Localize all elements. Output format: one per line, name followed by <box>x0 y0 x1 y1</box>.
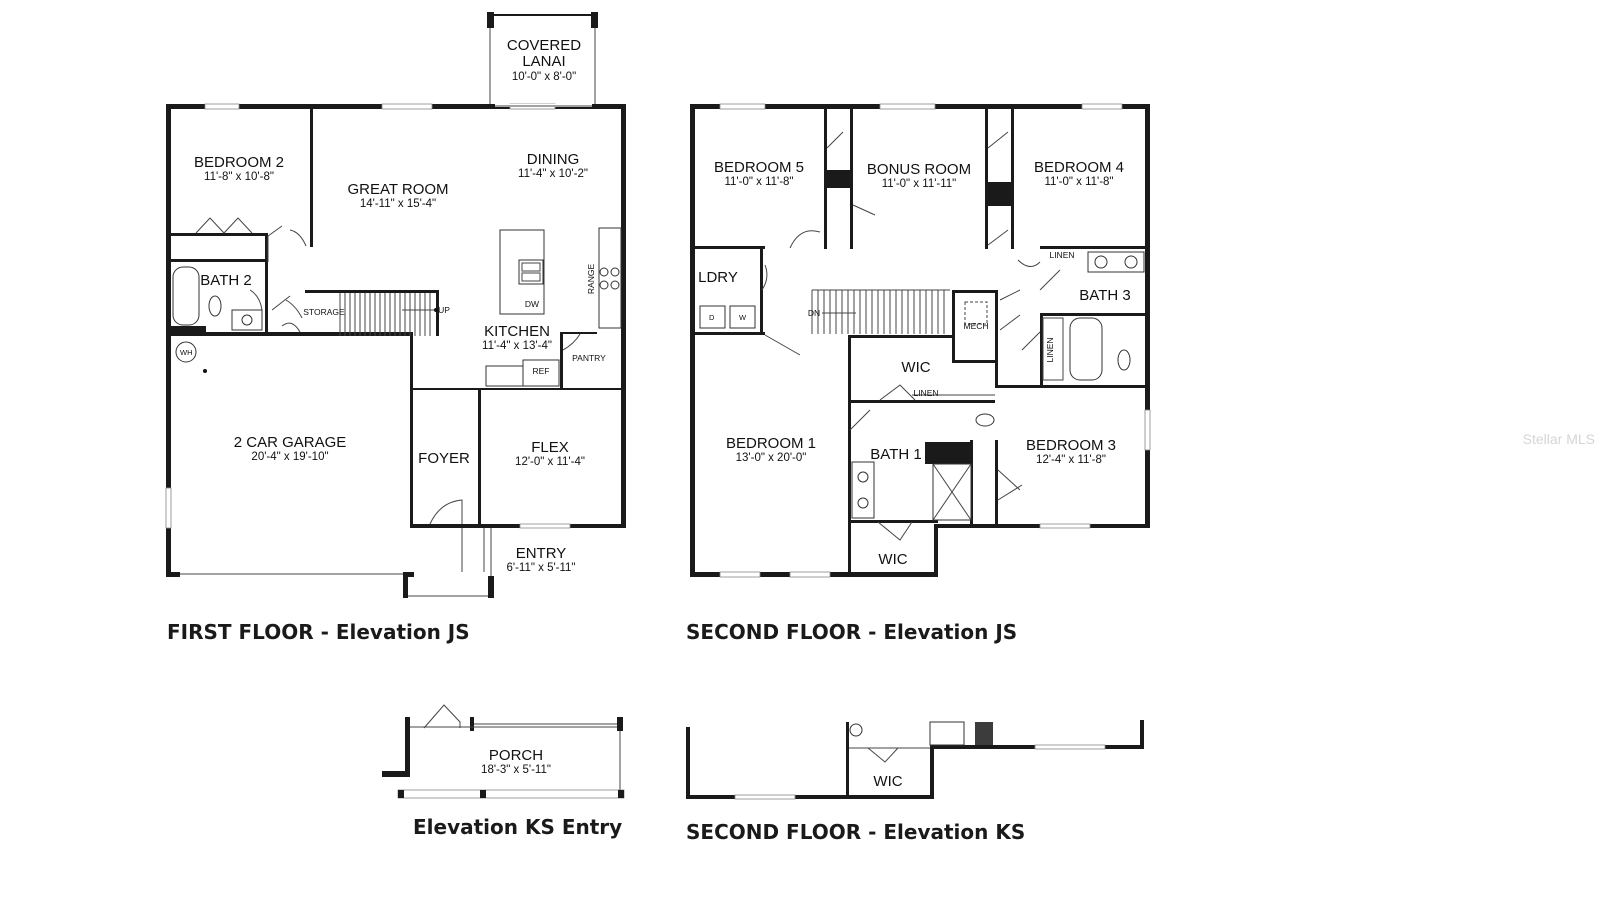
bedroom2-label: BEDROOM 2 <box>194 154 284 171</box>
covered-lanai-dim: 10'-0" x 8'-0" <box>512 71 576 83</box>
porch-dim: 18'-3" x 5'-11" <box>481 764 551 776</box>
ks-wic-label: WIC <box>873 773 902 790</box>
dryer-label: D <box>709 313 715 322</box>
wh-label: WH <box>180 348 193 357</box>
covered-lanai-label-1: COVERED <box>507 37 581 54</box>
foyer-label: FOYER <box>418 450 470 467</box>
linen-side-label: LINEN <box>1045 337 1055 362</box>
washer-label: W <box>739 313 747 322</box>
covered-lanai-label-2: LANAI <box>522 53 565 70</box>
dining-dim: 11'-4" x 10'-2" <box>518 168 588 180</box>
bedroom3-dim: 12'-4" x 11'-8" <box>1036 454 1106 466</box>
watermark-text: Stellar MLS <box>1523 431 1595 447</box>
range-label: RANGE <box>586 264 596 295</box>
bath1-label: BATH 1 <box>870 446 921 463</box>
entry-label: ENTRY <box>516 545 567 562</box>
dn-label: DN <box>808 308 820 318</box>
linen-top-label: LINEN <box>1049 250 1074 260</box>
pantry-label: PANTRY <box>572 353 606 363</box>
bonus-room-label: BONUS ROOM <box>867 161 971 178</box>
flex-dim: 12'-0" x 11'-4" <box>515 456 585 468</box>
bath2-label: BATH 2 <box>200 272 251 289</box>
mech-label: MECH <box>963 321 988 331</box>
second-floor-caption: SECOND FLOOR - Elevation JS <box>686 620 1017 644</box>
garage-dim: 20'-4" x 19'-10" <box>251 451 328 463</box>
bedroom2-dim: 11'-8" x 10'-8" <box>204 171 274 183</box>
first-floor-plan: COVERED LANAI 10'-0" x 8'-0" BEDROOM 2 1… <box>165 12 626 644</box>
ldry-label: LDRY <box>698 269 738 286</box>
wic-main-label: WIC <box>901 359 930 376</box>
bedroom1-label: BEDROOM 1 <box>726 435 816 452</box>
bedroom4-label: BEDROOM 4 <box>1034 159 1124 176</box>
great-room-dim: 14'-11" x 15'-4" <box>360 198 436 210</box>
up-label: UP <box>438 305 450 315</box>
garage-label: 2 CAR GARAGE <box>234 434 347 451</box>
bedroom1-dim: 13'-0" x 20'-0" <box>736 452 807 464</box>
bedroom3-label: BEDROOM 3 <box>1026 437 1116 454</box>
bedroom5-dim: 11'-0" x 11'-8" <box>724 176 793 188</box>
dw-label: DW <box>525 299 539 309</box>
bonus-room-dim: 11'-0" x 11'-11" <box>882 178 957 190</box>
storage-label: STORAGE <box>303 307 345 317</box>
bedroom4-dim: 11'-0" x 11'-8" <box>1044 176 1113 188</box>
kitchen-label: KITCHEN <box>484 323 550 340</box>
dining-label: DINING <box>527 151 580 168</box>
second-floor-ks-caption: SECOND FLOOR - Elevation KS <box>686 820 1025 844</box>
second-floor-plan: BEDROOM 5 11'-0" x 11'-8" BONUS ROOM 11'… <box>686 103 1151 644</box>
kitchen-dim: 11'-4" x 13'-4" <box>482 340 552 352</box>
flex-label: FLEX <box>531 439 569 456</box>
linen-mid-label: LINEN <box>913 388 938 398</box>
great-room-label: GREAT ROOM <box>347 181 448 198</box>
porch-label: PORCH <box>489 747 543 764</box>
ks-entry-caption: Elevation KS Entry <box>413 815 622 839</box>
ref-label: REF <box>533 366 550 376</box>
bath3-label: BATH 3 <box>1079 287 1130 304</box>
bedroom5-label: BEDROOM 5 <box>714 159 804 176</box>
second-floor-ks-plan: WIC SECOND FLOOR - Elevation KS <box>686 720 1144 844</box>
ks-entry-plan: PORCH 18'-3" x 5'-11" Elevation KS Entry <box>382 704 625 839</box>
wic-lower-label: WIC <box>878 551 907 568</box>
first-floor-caption: FIRST FLOOR - Elevation JS <box>167 620 470 644</box>
entry-dim: 6'-11" x 5'-11" <box>506 562 575 574</box>
